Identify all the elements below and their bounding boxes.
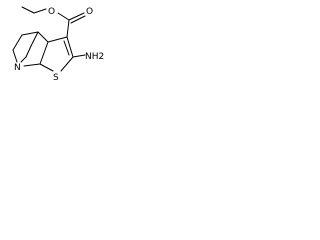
carbonyl-oxygen-label: O (86, 7, 93, 17)
amino-group-label: NH2 (85, 52, 104, 62)
bond-ch2-n (12, 49, 18, 63)
bond-ethyl-ch3-ch2 (21, 6, 35, 14)
ring-sulfur-label: S (53, 73, 59, 83)
ring-nitrogen-label: N (14, 63, 21, 73)
molecule-canvas: O O N S NH2 (0, 0, 106, 107)
bond-thiophene-c3-c2 (66, 36, 74, 58)
bond-ch-ch2-bridge (30, 31, 39, 47)
bond-thiophene-c7a-c3a (39, 41, 49, 65)
molecule-structure: O O N S NH2 (12, 6, 104, 83)
bond-thiophene-c3a-c3 (47, 36, 68, 43)
bond-ch-ch2-upper (21, 31, 39, 36)
bond-ch2-ch2-left (12, 34, 23, 51)
bond-carbonyl-upper (68, 12, 85, 21)
bond-carbonyl-lower (70, 15, 86, 24)
bond-amino (72, 54, 86, 58)
bond-c7a-n (23, 63, 41, 67)
bond-bridge-ch2-ch2 (25, 45, 32, 58)
bond-ethyl-ch2-o (33, 8, 47, 14)
bond-bridge-n (20, 56, 27, 63)
bond-thiophene-s-c7a (39, 63, 54, 72)
bond-c3a-ch (37, 31, 49, 43)
ester-oxygen-label: O (48, 7, 55, 17)
bond-thiophene-inner-double (63, 40, 70, 56)
bond-ester-o-c (57, 12, 70, 21)
bond-thiophene-c2-s (60, 56, 74, 72)
bond-ester-c-ring (66, 19, 70, 38)
